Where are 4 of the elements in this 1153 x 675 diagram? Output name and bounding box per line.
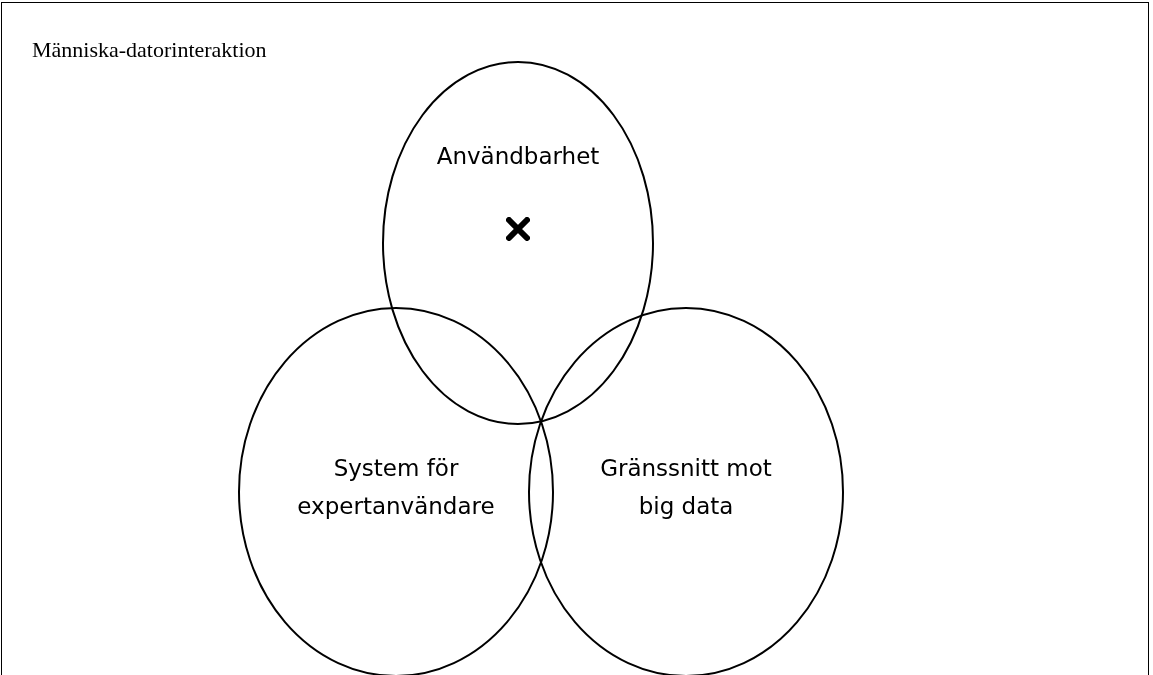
frame-label: Människa-datorinteraktion [32, 37, 267, 63]
circle-label: Användbarhet [435, 142, 601, 171]
circle-label: Gränssnitt mot big data [599, 454, 773, 521]
circle-label: System för expertanvändare [296, 454, 496, 521]
